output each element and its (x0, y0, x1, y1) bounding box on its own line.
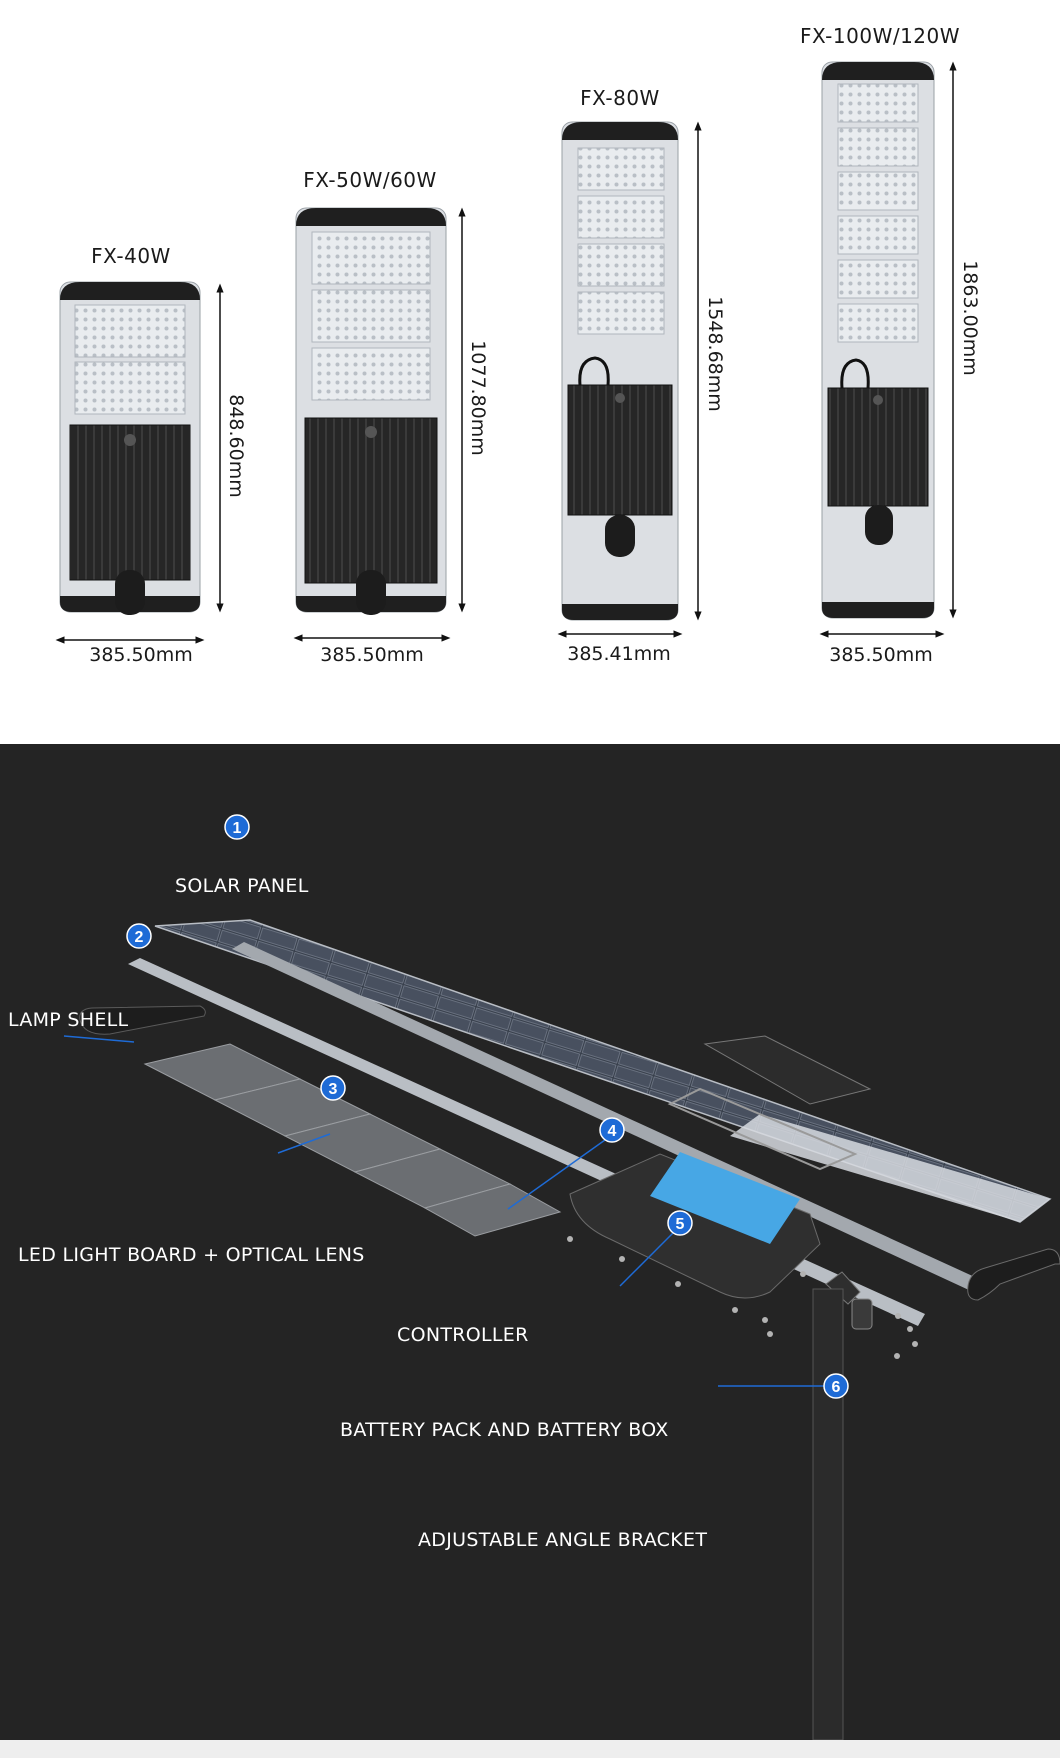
lamp-fx-50w-60w (293, 207, 466, 642)
height-fx-50w-60w: 1077.80mm (467, 340, 489, 456)
dimension-drawings (55, 61, 957, 644)
battery-pack (650, 1152, 800, 1244)
height-fx-100w-120w: 1863.00mm (959, 260, 981, 376)
badge-5-number: 5 (676, 1216, 685, 1233)
callout-adjustable-bracket: ADJUSTABLE ANGLE BRACKET (418, 1529, 708, 1551)
exploded-view-section: 1 2 3 4 5 6 SOLAR PANEL LAMP SHELL LED L… (0, 744, 1060, 1740)
badge-4 (599, 1117, 625, 1143)
badge-3 (320, 1075, 346, 1101)
model-name-fx-100w-120w: FX-100W/120W (799, 24, 961, 48)
controller-board (703, 1035, 872, 1105)
callout-battery-pack: BATTERY PACK AND BATTERY BOX (340, 1419, 669, 1441)
badge-6-number: 6 (832, 1379, 841, 1396)
model-name-fx-80w: FX-80W (580, 86, 660, 110)
callout-lamp-shell: LAMP SHELL (8, 1009, 129, 1031)
model-name-fx-50w-60w: FX-50W/60W (303, 168, 437, 192)
battery-box (569, 1153, 821, 1299)
led-light-boards (143, 1043, 562, 1237)
lamp-shell-rear (967, 1248, 1060, 1301)
badge-3-number: 3 (329, 1081, 338, 1098)
badge-1-number: 1 (233, 820, 242, 837)
model-name-fx-40w: FX-40W (91, 244, 171, 268)
dimension-section: FX-40W FX-50W/60W FX-80W FX-100W/120W 38… (0, 0, 1060, 744)
screws (567, 1236, 918, 1359)
leader-lines (63, 826, 832, 1387)
number-badges: 1 2 3 4 5 6 (126, 814, 849, 1399)
callout-led-light-board: LED LIGHT BOARD + OPTICAL LENS (18, 1244, 365, 1266)
lamp-shell-front (79, 1005, 206, 1035)
badge-2-number: 2 (135, 929, 144, 946)
badge-6 (823, 1373, 849, 1399)
adjustable-bracket (851, 1298, 873, 1330)
height-fx-80w: 1548.68mm (704, 296, 726, 412)
exploded-view-illustration: 1 2 3 4 5 6 (63, 814, 1060, 1740)
badge-2 (126, 923, 152, 949)
width-fx-80w: 385.41mm (567, 643, 671, 665)
lamp-fx-100w-120w (819, 61, 957, 638)
callout-controller: CONTROLLER (397, 1324, 529, 1346)
lamp-fx-80w (557, 121, 702, 638)
lamp-fx-40w (55, 281, 224, 644)
height-fx-40w: 848.60mm (225, 394, 247, 498)
badge-5 (667, 1210, 693, 1236)
width-fx-40w: 385.50mm (89, 644, 193, 666)
callout-solar-panel: SOLAR PANEL (175, 875, 309, 897)
badge-4-number: 4 (608, 1123, 617, 1140)
footer-strip (0, 1740, 1060, 1758)
pole (812, 1288, 844, 1740)
width-fx-50w-60w: 385.50mm (320, 644, 424, 666)
width-fx-100w-120w: 385.50mm (829, 644, 933, 666)
badge-1 (224, 814, 250, 840)
